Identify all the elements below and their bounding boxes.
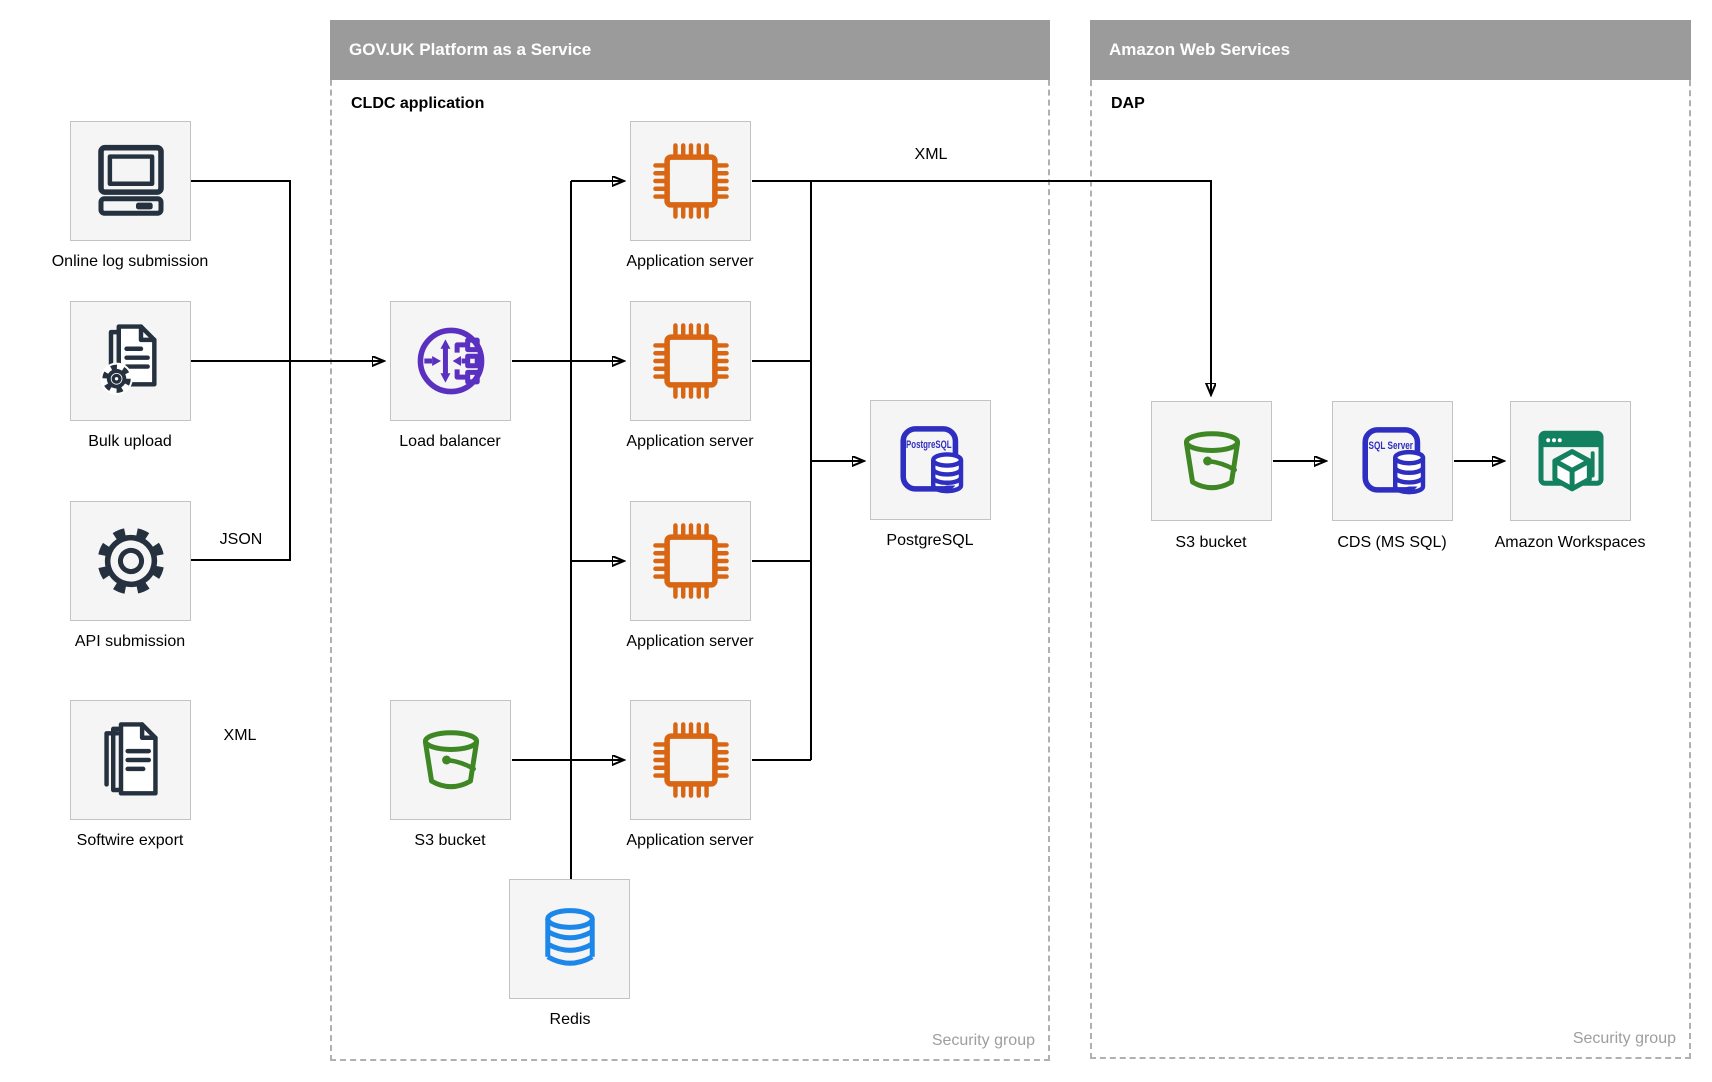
node-bulk-upload xyxy=(70,301,191,421)
workspaces-icon xyxy=(1538,430,1603,492)
node-label-app-server-2: Application server xyxy=(626,433,754,450)
node-softwire-export xyxy=(70,700,191,820)
node-app-server-4 xyxy=(630,700,751,820)
s3-bucket-icon xyxy=(1183,431,1240,491)
edge-label-xml-softwire: XML xyxy=(223,727,257,744)
node-label-online-log: Online log submission xyxy=(51,253,209,270)
s3-bucket-icon xyxy=(422,730,479,790)
node-label-softwire-export: Softwire export xyxy=(76,832,184,849)
sql-server-icon-text: SQL Server xyxy=(1368,440,1413,452)
container-aws-title: Amazon Web Services xyxy=(1109,40,1291,59)
container-govuk-paas-title: GOV.UK Platform as a Service xyxy=(349,40,592,59)
node-label-app-server-4: Application server xyxy=(626,832,754,849)
gear-icon xyxy=(97,527,164,595)
chip-icon xyxy=(652,722,729,798)
container-aws: Amazon Web Services DAP Security group xyxy=(1090,20,1691,1059)
node-label-api-submission: API submission xyxy=(74,633,186,650)
node-load-balancer xyxy=(390,301,511,421)
database-icon xyxy=(544,908,595,966)
desktop-computer-icon xyxy=(97,144,164,216)
node-label-app-server-1: Application server xyxy=(626,253,754,270)
node-api-submission xyxy=(70,501,191,621)
documents-stack-icon xyxy=(103,722,158,796)
aws-security-group-label: Security group xyxy=(1572,1030,1676,1047)
postgresql-icon: PostgreSQL xyxy=(899,426,963,494)
container-govuk-paas-header: GOV.UK Platform as a Service xyxy=(330,20,1050,80)
chip-icon xyxy=(652,323,729,399)
node-label-postgresql: PostgreSQL xyxy=(886,532,974,549)
node-label-load-balancer: Load balancer xyxy=(399,433,501,450)
node-s3-bucket-paas xyxy=(390,700,511,820)
node-app-server-2 xyxy=(630,301,751,421)
edge-label-xml-dap: XML xyxy=(914,146,948,163)
cldc-application-label: CLDC application xyxy=(351,95,485,112)
document-gear-icon xyxy=(99,324,157,395)
chip-icon xyxy=(652,143,729,219)
node-postgresql: PostgreSQL xyxy=(870,400,991,520)
node-label-s3-bucket-aws: S3 bucket xyxy=(1175,534,1247,551)
edge-label-json: JSON xyxy=(219,531,263,548)
paas-security-group-label: Security group xyxy=(931,1032,1035,1049)
sql-server-icon: SQL Server xyxy=(1361,427,1425,495)
edge-online-and-api-merge xyxy=(191,180,291,561)
chip-icon xyxy=(652,523,729,599)
node-app-server-1 xyxy=(630,121,751,241)
node-label-bulk-upload: Bulk upload xyxy=(88,433,172,450)
node-label-s3-bucket-paas: S3 bucket xyxy=(414,832,486,849)
container-govuk-paas: GOV.UK Platform as a Service CLDC applic… xyxy=(330,20,1050,1061)
postgresql-icon-text: PostgreSQL xyxy=(906,439,952,451)
dap-label: DAP xyxy=(1111,95,1145,112)
node-label-app-server-3: Application server xyxy=(626,633,754,650)
node-label-redis: Redis xyxy=(549,1011,591,1028)
node-label-workspaces: Amazon Workspaces xyxy=(1494,534,1646,551)
node-cds-mssql: SQL Server xyxy=(1332,401,1453,521)
node-label-cds: CDS (MS SQL) xyxy=(1337,534,1447,551)
load-balancer-icon xyxy=(417,327,484,395)
container-aws-header: Amazon Web Services xyxy=(1090,20,1691,80)
node-app-server-3 xyxy=(630,501,751,621)
node-s3-bucket-aws xyxy=(1151,401,1272,521)
node-online-log-submission xyxy=(70,121,191,241)
node-amazon-workspaces xyxy=(1510,401,1631,521)
node-redis xyxy=(509,879,630,999)
